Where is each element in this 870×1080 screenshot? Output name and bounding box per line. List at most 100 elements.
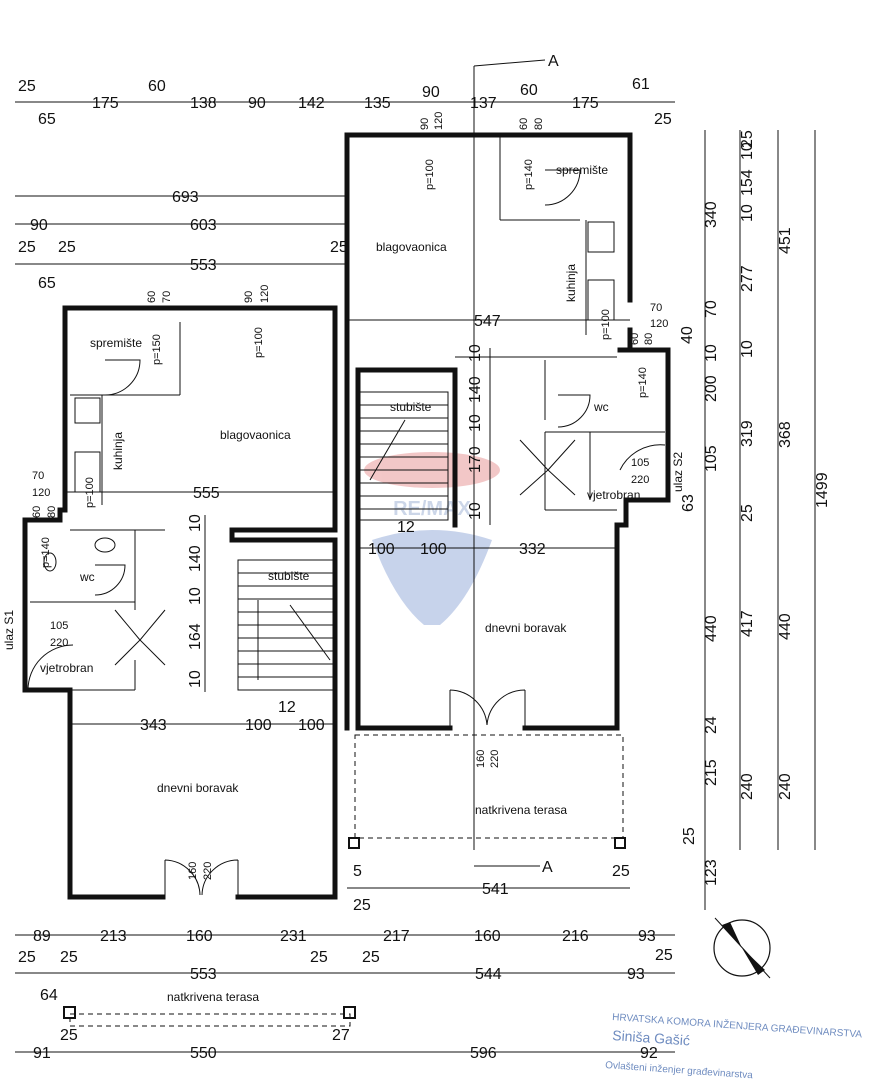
room-vjetrobran-lower: vjetrobran	[40, 661, 93, 675]
door-220d: 220	[202, 862, 214, 880]
dim-bottom-25d: 25	[362, 949, 380, 966]
dim-bottom-231: 231	[280, 928, 307, 945]
room-stubiste-lower: stubište	[268, 569, 310, 583]
room-blagovaonica-upper: blagovaonica	[376, 240, 447, 254]
dim-547: 547	[474, 313, 501, 330]
opening-p140c: p=140	[40, 537, 52, 568]
win-70b: 70	[650, 302, 662, 314]
dim-25b: 25	[58, 239, 76, 256]
win-80b: 80	[643, 333, 655, 345]
room-natkrivena-terasa-lower: natkrivena terasa	[167, 990, 259, 1004]
dim-bottom-160a: 160	[186, 928, 213, 945]
dim-right3-451: 451	[777, 227, 794, 254]
dim-top-142: 142	[298, 95, 325, 112]
inner-dimension-lines: 547 555 100 100 332 12 343 100 100 12 10…	[65, 313, 697, 914]
door-220c: 220	[489, 750, 501, 768]
stairs-upper	[357, 391, 449, 521]
left-dimension-lines: 693 90 603 25 25 25 553 65	[15, 189, 348, 292]
room-labels: blagovaonica spremište kuhinja spremište…	[2, 163, 685, 1004]
win-60c: 60	[629, 333, 641, 345]
dim-right-10a: 10	[739, 142, 756, 160]
bottom-dimension-lines: 89 213 160 231 217 160 216 93 25 25 25 2…	[15, 928, 675, 1062]
opening-p100c: p=100	[600, 309, 612, 340]
right-dimension-lines: 25 10 154 340 10 277 70 10 200 105 25 44…	[681, 130, 831, 910]
dim-top-175a: 175	[92, 95, 119, 112]
dim-bottom-596: 596	[470, 1045, 497, 1062]
win-90: 90	[419, 118, 431, 130]
dim-bottom-25c: 25	[310, 949, 328, 966]
dim-10e: 10	[187, 587, 204, 605]
left-building-walls	[22, 305, 356, 1027]
dim-10d: 10	[187, 514, 204, 532]
stamp-line2: Siniša Gašić	[612, 1027, 691, 1048]
stairs-lower	[237, 559, 334, 691]
dim-40: 40	[679, 326, 696, 344]
dim-right2-10: 10	[739, 340, 756, 358]
dim-right-123: 123	[703, 859, 720, 886]
dim-63: 63	[680, 494, 697, 512]
dim-10c: 10	[467, 502, 484, 520]
dim-bottom-25e: 25	[655, 947, 673, 964]
dim-bottom-93b: 93	[627, 966, 645, 983]
dim-bottom-550: 550	[190, 1045, 217, 1062]
dim-bottom-544: 544	[475, 966, 502, 983]
door-160b: 160	[187, 862, 199, 880]
dim-bottom-25a: 25	[18, 949, 36, 966]
dim-90: 90	[30, 217, 48, 234]
stamp-line3: Ovlašteni inženjer građevinarstva	[605, 1060, 754, 1080]
right-building-walls	[344, 132, 671, 849]
dim-10f: 10	[187, 670, 204, 688]
win-120: 120	[433, 112, 445, 130]
win-120d: 120	[32, 487, 50, 499]
dim-right-10c: 10	[703, 344, 720, 362]
win-120b: 120	[259, 285, 271, 303]
room-stubiste-upper: stubište	[390, 400, 432, 414]
dim-total-1499: 1499	[814, 472, 831, 508]
win-70: 70	[161, 291, 173, 303]
dim-bottom-216: 216	[562, 928, 589, 945]
dim-top-138: 138	[190, 95, 217, 112]
dim-bottom-91: 91	[33, 1045, 51, 1062]
dim-right-277: 277	[739, 265, 756, 292]
opening-p100b: p=100	[253, 327, 265, 358]
room-dnevni-boravak-upper: dnevni boravak	[485, 621, 567, 635]
win-60d: 60	[31, 506, 43, 518]
dim-top-135: 135	[364, 95, 391, 112]
dim-right3-368: 368	[777, 421, 794, 448]
dim-top-175b: 175	[572, 95, 599, 112]
room-natkrivena-terasa-upper: natkrivena terasa	[475, 803, 567, 817]
dim-bottom-25f: 25	[60, 1027, 78, 1044]
dim-25c: 25	[330, 239, 348, 256]
dim-12b: 12	[278, 699, 296, 716]
room-spremiste-upper: spremište	[556, 163, 608, 177]
dim-bottom-89: 89	[33, 928, 51, 945]
opening-p140a: p=140	[523, 159, 535, 190]
win-120c: 120	[650, 318, 668, 330]
dim-top-65: 65	[38, 111, 56, 128]
dim-bottom-25b: 25	[60, 949, 78, 966]
dim-603: 603	[190, 217, 217, 234]
dim-164: 164	[187, 623, 204, 650]
dim-top-25: 25	[18, 78, 36, 95]
dim-right-70: 70	[703, 300, 720, 318]
win-90b: 90	[243, 291, 255, 303]
win-80: 80	[533, 118, 545, 130]
dim-5: 5	[353, 863, 362, 880]
win-70c: 70	[32, 470, 44, 482]
dim-right3-440: 440	[777, 613, 794, 640]
dim-top-25b: 25	[654, 111, 672, 128]
dim-10b: 10	[467, 414, 484, 432]
door-105b: 105	[50, 620, 68, 632]
dim-bottom-217: 217	[383, 928, 410, 945]
dim-right-24: 24	[703, 716, 720, 734]
label-ulaz-s1: ulaz S1	[2, 610, 16, 650]
opening-p140b: p=140	[637, 367, 649, 398]
room-wc-lower: wc	[79, 570, 95, 584]
section-marker-bottom: A	[542, 859, 553, 876]
win-80c: 80	[46, 506, 58, 518]
dim-553: 553	[190, 257, 217, 274]
label-ulaz-s2: ulaz S2	[671, 452, 685, 492]
room-dnevni-boravak-lower: dnevni boravak	[157, 781, 239, 795]
dim-332: 332	[519, 541, 546, 558]
dim-555: 555	[193, 485, 220, 502]
